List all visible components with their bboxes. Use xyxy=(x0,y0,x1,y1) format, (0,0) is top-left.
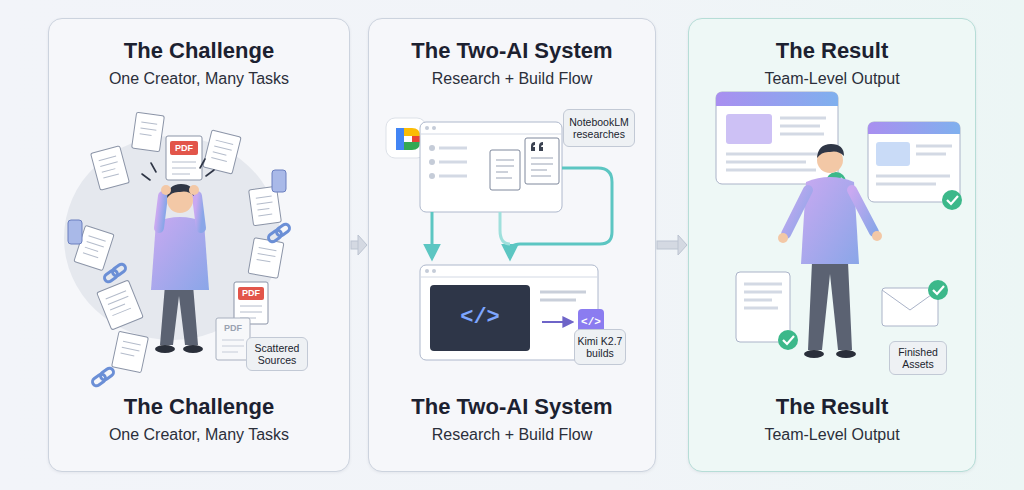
panel-subheading: One Creator, Many Tasks xyxy=(55,425,343,445)
panel-subheading: Team-Level Output xyxy=(695,425,969,445)
panel-subheading: Research + Build Flow xyxy=(375,425,649,445)
stage-panel: The Two-AI SystemResearch + Build FlowTh… xyxy=(368,18,656,472)
badge-text: Kimi K2.7 builds xyxy=(577,335,623,360)
caption-badge: Finished Assets xyxy=(889,341,947,375)
stage-panel: The ChallengeOne Creator, Many TasksThe … xyxy=(48,18,350,472)
flow-arrow xyxy=(351,235,367,255)
panel-heading: The Result xyxy=(695,393,969,421)
caption-badge: NotebookLM researches xyxy=(563,109,635,147)
panel-heading: The Result xyxy=(695,37,969,65)
file-tag: PDF xyxy=(170,141,198,155)
caption-badge: Kimi K2.7 builds xyxy=(574,329,626,365)
badge-text: Scattered Sources xyxy=(249,342,305,367)
panel-subheading: Research + Build Flow xyxy=(375,69,649,89)
file-tag: PDF xyxy=(220,322,246,335)
badge-text: NotebookLM researches xyxy=(566,116,632,141)
panel-subheading: One Creator, Many Tasks xyxy=(55,69,343,89)
file-tag: PDF xyxy=(238,287,264,300)
badge-text: Finished Assets xyxy=(892,346,944,371)
flow-arrow xyxy=(657,235,687,255)
panel-subheading: Team-Level Output xyxy=(695,69,969,89)
caption-badge: Scattered Sources xyxy=(246,337,308,371)
panel-heading: The Challenge xyxy=(55,393,343,421)
stage-panel: The ResultTeam-Level OutputThe ResultTea… xyxy=(688,18,976,472)
panel-heading: The Two-AI System xyxy=(375,393,649,421)
code-symbol: </> xyxy=(430,304,530,332)
panel-heading: The Challenge xyxy=(55,37,343,65)
panel-heading: The Two-AI System xyxy=(375,37,649,65)
code-symbol: </> xyxy=(578,314,604,330)
